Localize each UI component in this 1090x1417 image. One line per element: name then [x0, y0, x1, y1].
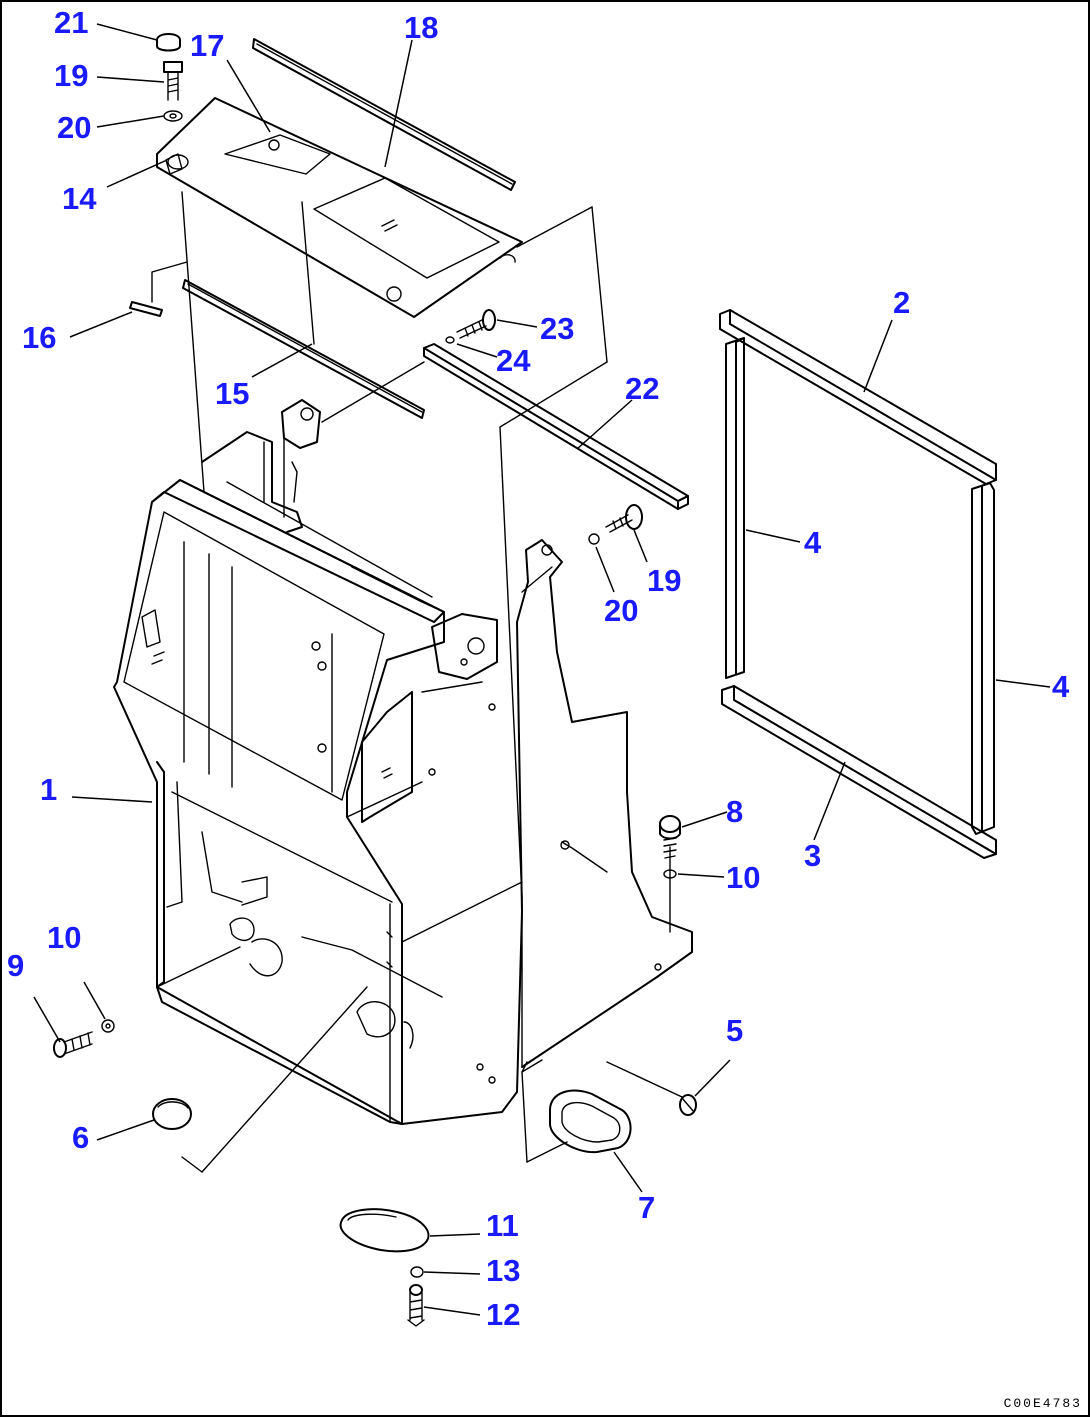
plug-8 [659, 815, 681, 879]
seal-frame-2-3-4 [719, 309, 997, 859]
callout-18: 18 [404, 10, 439, 45]
part-22-rail [423, 343, 689, 510]
callout-2: 2 [893, 285, 911, 320]
side-wall [346, 539, 693, 1125]
callout-12: 12 [486, 1297, 521, 1332]
cap-6 [152, 1098, 192, 1130]
callout-16: 16 [22, 320, 57, 355]
plug-5 [679, 1094, 697, 1116]
callout-10-right: 10 [726, 860, 761, 895]
callout-6: 6 [72, 1120, 90, 1155]
part-1-housing [113, 479, 445, 1125]
drawing-code: C00E4783 [1003, 1396, 1082, 1411]
callout-4-left: 4 [804, 525, 822, 560]
callout-19: 19 [54, 58, 89, 93]
callout-8: 8 [726, 794, 744, 829]
callout-1: 1 [40, 772, 58, 807]
callout-15: 15 [215, 376, 250, 411]
callout-19-right: 19 [647, 563, 682, 598]
part-18-top-rail [252, 38, 516, 191]
screw-9-10 [53, 1019, 115, 1058]
part-16-clip [129, 301, 163, 317]
callout-4-right: 4 [1052, 669, 1070, 704]
callout-24: 24 [496, 343, 531, 378]
assembly-lines [151, 191, 683, 1173]
part-17-top-cover [156, 97, 523, 318]
callout-9: 9 [7, 948, 25, 983]
callout-7: 7 [638, 1190, 656, 1225]
callout-3: 3 [804, 838, 822, 873]
callout-20-right: 20 [604, 593, 639, 628]
bolt-23-24 [445, 309, 496, 344]
callout-23: 23 [540, 311, 575, 346]
callout-10-left: 10 [47, 920, 82, 955]
callout-21: 21 [54, 5, 89, 40]
callout-11: 11 [486, 1208, 519, 1243]
callout-20: 20 [57, 110, 92, 145]
cover-11 [339, 1208, 430, 1327]
hinge-brackets [201, 399, 445, 613]
bolt-19-20-right [588, 504, 643, 545]
gasket-7 [549, 1089, 632, 1154]
callout-14: 14 [62, 181, 97, 216]
callout-5: 5 [726, 1013, 744, 1048]
callout-22: 22 [625, 371, 660, 406]
leader-lines [33, 23, 1051, 1316]
callout-17: 17 [190, 28, 225, 63]
callout-13: 13 [486, 1253, 521, 1288]
fasteners-top-left [156, 33, 189, 170]
